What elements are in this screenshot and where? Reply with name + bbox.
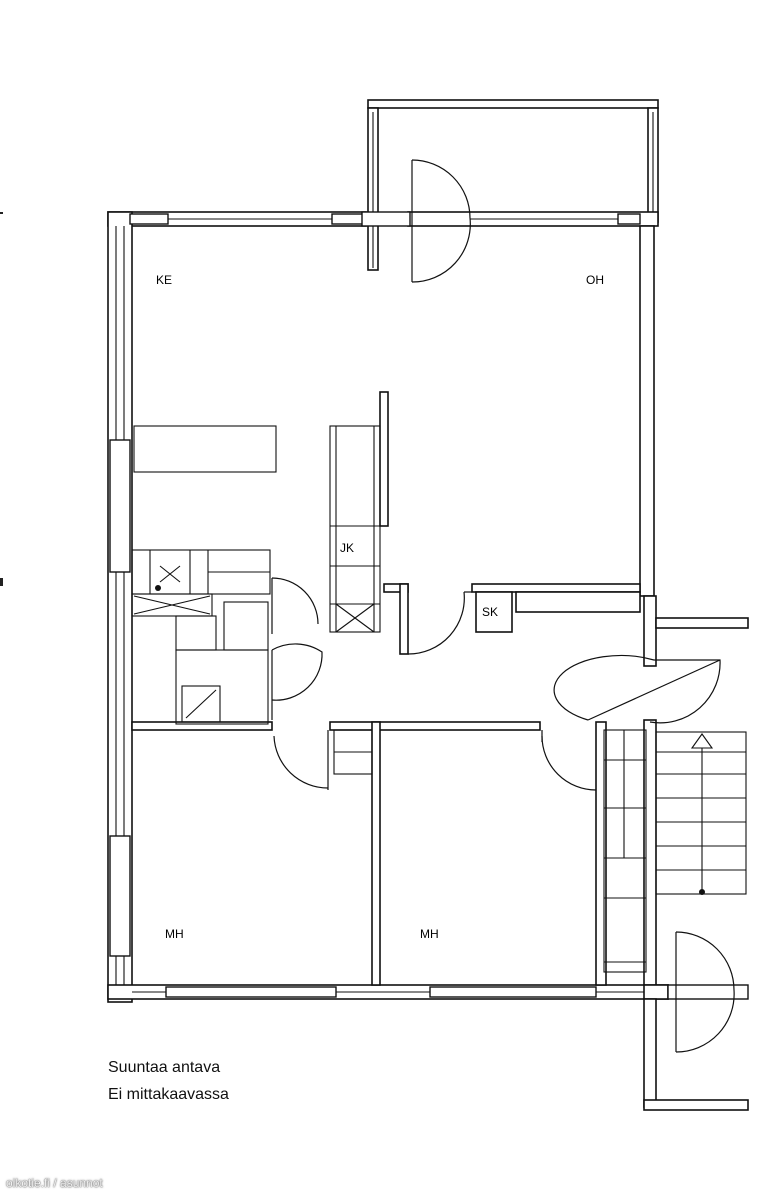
room-label-mh-right: MH <box>420 927 439 941</box>
interior-doors <box>271 577 597 791</box>
note-not-to-scale: Ei mittakaavassa <box>108 1086 229 1103</box>
balcony-door <box>361 159 471 283</box>
outer-walls <box>107 211 749 1003</box>
room-label-jk: JK <box>340 541 354 555</box>
room-label-mh-left: MH <box>165 927 184 941</box>
lower-exterior <box>643 931 749 1111</box>
note-approximate: Suuntaa antava <box>108 1059 221 1076</box>
interior-walls <box>131 391 641 986</box>
watermark: oikotie.fi / asunnot <box>6 1176 103 1190</box>
fixtures <box>131 425 647 973</box>
entrance-door <box>553 654 721 724</box>
room-label-oh: OH <box>586 273 604 287</box>
room-label-ke: KE <box>156 273 172 287</box>
windows <box>109 213 641 998</box>
staircase <box>655 731 747 895</box>
edge-mark-top <box>0 212 3 214</box>
edge-mark-bottom <box>0 578 3 586</box>
room-label-sk: SK <box>482 605 498 619</box>
